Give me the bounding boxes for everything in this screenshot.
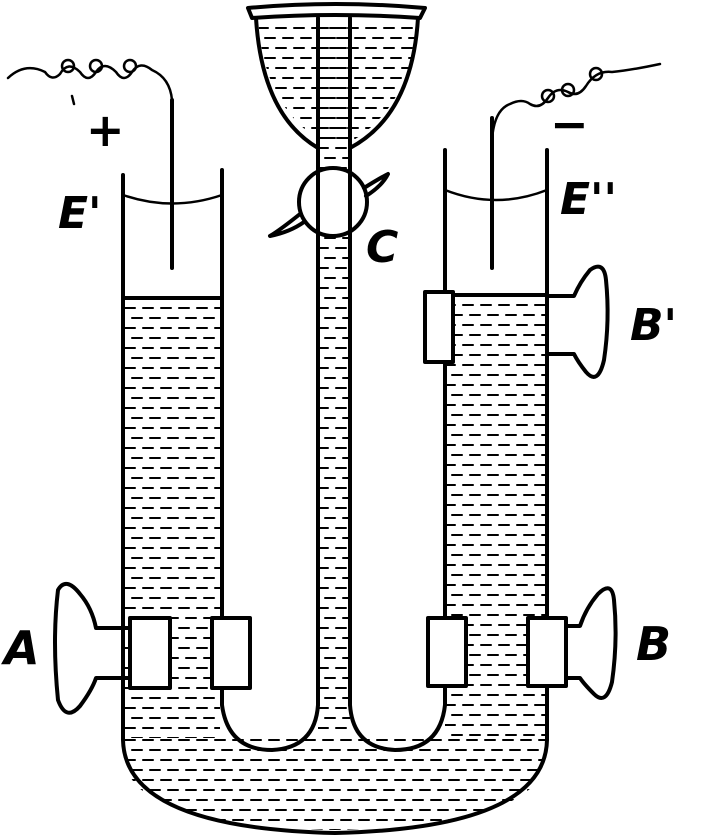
label-c: C	[366, 222, 398, 273]
right-limb-rim	[443, 188, 549, 202]
liquid-right-limb	[445, 304, 545, 736]
reservoir	[254, 16, 420, 150]
inner-divider	[220, 168, 320, 752]
liquid-reservoir	[258, 27, 418, 139]
outer-vessel	[121, 148, 549, 835]
wire-right	[490, 62, 662, 142]
reservoir-rim	[246, 2, 427, 20]
liquid-bowl	[125, 739, 545, 830]
liquid-central-tube	[318, 27, 350, 729]
tap-b-prime[interactable]	[423, 264, 610, 379]
label-e-prime: E'	[58, 188, 102, 239]
label-b: B	[636, 617, 671, 671]
label-b-prime: B'	[630, 300, 677, 351]
label-e-double-prime: E''	[560, 174, 617, 225]
inner-divider-right	[348, 148, 447, 752]
tap-b[interactable]	[426, 586, 618, 700]
minus-sign: −	[550, 97, 589, 151]
label-a: A	[1, 621, 40, 675]
plus-sign: +	[86, 103, 125, 157]
tap-a[interactable]	[53, 582, 252, 715]
wire-left	[6, 64, 174, 102]
stopcock-c[interactable]	[268, 166, 390, 238]
